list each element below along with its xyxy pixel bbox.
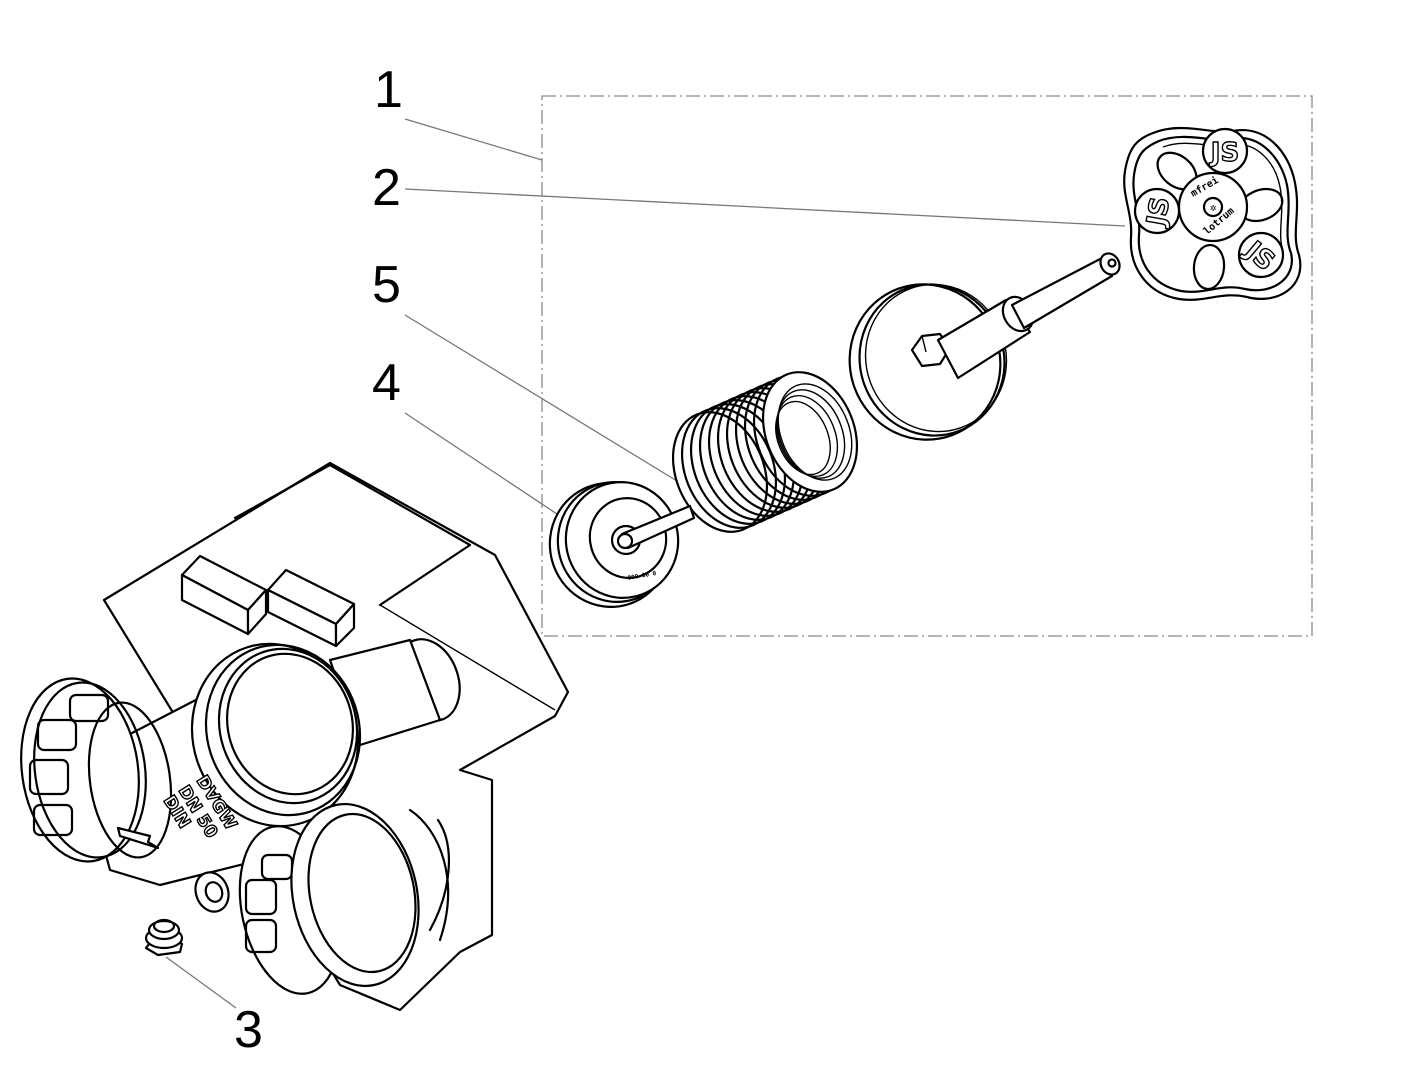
svg-text:✲: ✲ [1210, 201, 1217, 214]
flow-direction-arrow-icon [116, 826, 160, 850]
spring-inner-coil [777, 383, 853, 481]
callout-2: 2 [372, 159, 401, 217]
logo-text: JS [1141, 195, 1176, 230]
leader-line-3 [165, 956, 237, 1009]
logo-boss-top [1201, 127, 1249, 175]
mounting-tab [180, 554, 268, 636]
spring-inner-coil [776, 389, 846, 479]
logo-text: JS [1209, 138, 1239, 168]
valve-disc: 000 00 0 [548, 481, 696, 608]
union-nut-left [20, 677, 173, 863]
leader-line-1 [404, 118, 543, 161]
union-nut-right [238, 802, 450, 995]
mounting-tab [266, 568, 356, 648]
valve-body: DVGW DN 50 DIN [20, 461, 570, 1012]
leader-line-5 [404, 314, 701, 496]
callout-3: 3 [234, 1001, 263, 1059]
handwheel-hub [1177, 171, 1249, 243]
bonnet-port [190, 642, 362, 828]
handwheel: JS JS JS ✲ mfrei lotrum [1123, 126, 1302, 301]
spring-inner-coil [775, 400, 831, 476]
disc-marking: 000 00 0 [627, 570, 657, 582]
spring-inner-coil [775, 394, 839, 478]
test-port [194, 871, 230, 913]
spring [671, 371, 859, 533]
callout-5: 5 [372, 256, 401, 314]
plug-screw [144, 918, 184, 957]
callout-4: 4 [372, 354, 401, 412]
callout-1: 1 [374, 61, 403, 119]
spring-coil [761, 371, 859, 493]
leader-line-4 [404, 412, 573, 525]
logo-boss-right [1237, 231, 1285, 279]
assembly-frame [541, 95, 1313, 637]
bonnet-disc-with-stem [848, 252, 1121, 441]
outlet-port [290, 802, 420, 988]
leader-line-2 [404, 188, 1126, 227]
